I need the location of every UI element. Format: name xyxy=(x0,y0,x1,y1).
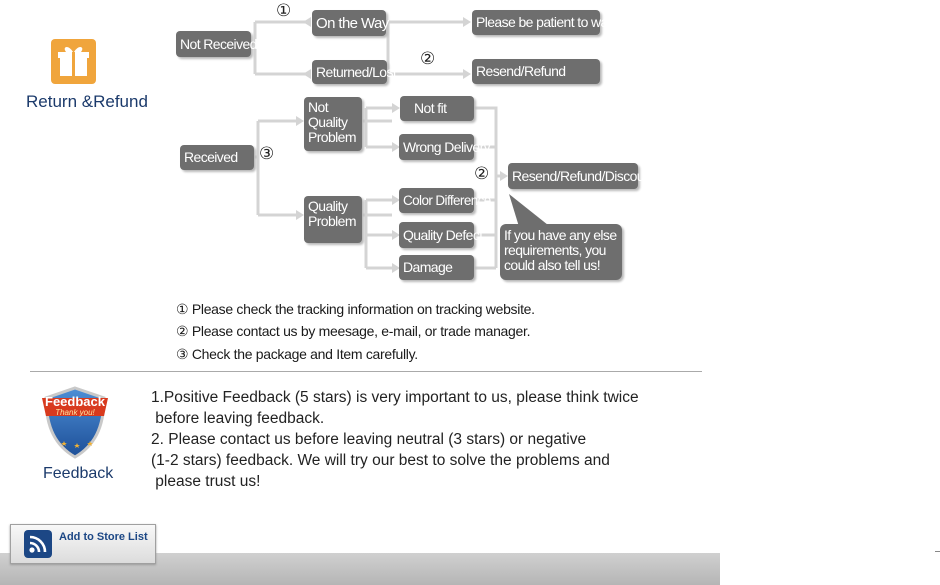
note-line-1: ① Please check the tracking information … xyxy=(176,301,535,317)
section-divider xyxy=(30,371,702,372)
quality-defect-box: Quality Defect xyxy=(399,222,483,248)
damage-box: Damage xyxy=(399,255,474,280)
feedback-line-2: before leaving feedback. xyxy=(151,410,325,427)
not-received-box: Not Received xyxy=(176,31,257,57)
color-difference-box: Color Difference xyxy=(399,188,491,213)
resend-refund-discount-box: Resend/Refund/Discount xyxy=(508,163,655,189)
add-to-store-list-button[interactable]: Add to Store List xyxy=(10,524,156,564)
step-marker-2-bottom: ② xyxy=(474,164,490,184)
feedback-title: Feedback xyxy=(43,465,114,482)
gift-icon xyxy=(51,39,96,84)
requirements-bubble: If you have any else requirements, you c… xyxy=(500,224,622,280)
feedback-line-4: (1-2 stars) feedback. We will try our be… xyxy=(151,452,610,469)
on-the-way-box: On the Way xyxy=(312,10,389,36)
feedback-badge-sub: Thank you! xyxy=(55,408,95,417)
flow-connectors xyxy=(250,17,548,273)
not-quality-problem-box: Not Quality Problem xyxy=(304,97,362,151)
rss-icon xyxy=(24,530,52,558)
resend-refund-box: Resend/Refund xyxy=(472,59,600,84)
feedback-line-3: 2. Please contact us before leaving neut… xyxy=(151,431,587,448)
add-to-store-list-label: Add to Store List xyxy=(59,531,148,543)
wrong-delivery-box: Wrong Delivery xyxy=(399,134,491,160)
not-fit-box: Not fit xyxy=(400,96,474,121)
corner-mark xyxy=(935,551,940,552)
returned-lost-box: Returned/Lost xyxy=(312,60,397,84)
step-marker-3: ③ xyxy=(259,144,275,164)
note-line-2: ② Please contact us by meesage, e-mail, … xyxy=(176,323,531,339)
feedback-line-5: please trust us! xyxy=(151,473,261,490)
note-line-3: ③ Check the package and Item carefully. xyxy=(176,346,418,362)
please-wait-box: Please be patient to wait xyxy=(472,10,614,35)
feedback-badge-title: Feedback xyxy=(45,394,105,409)
step-marker-2-top: ② xyxy=(420,49,436,69)
received-box: Received xyxy=(180,145,254,170)
feedback-shield-icon: Feedback Thank you! xyxy=(40,384,110,460)
feedback-line-1: 1.Positive Feedback (5 stars) is very im… xyxy=(151,389,639,406)
return-refund-title: Return &Refund xyxy=(26,92,148,111)
step-marker-1: ① xyxy=(276,1,292,21)
quality-problem-box: Quality Problem xyxy=(304,196,362,243)
